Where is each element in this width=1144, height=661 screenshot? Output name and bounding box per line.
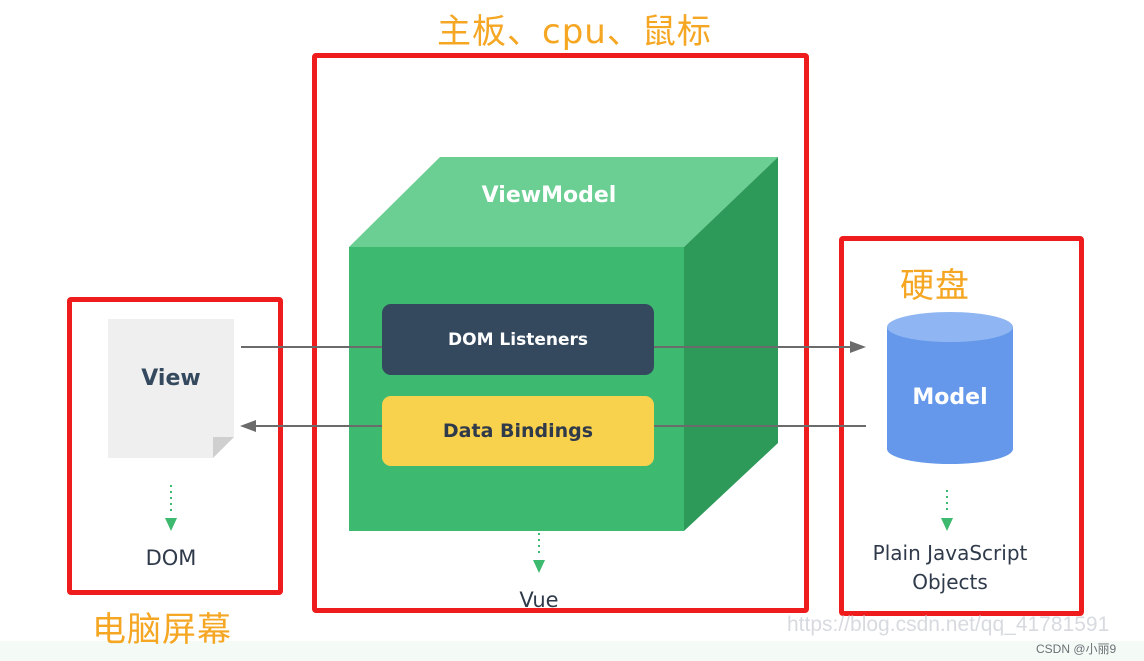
vue-caption: Vue [519, 588, 559, 612]
model-caption-line1: Plain JavaScript [872, 541, 1028, 565]
data-bindings-label: Data Bindings [442, 420, 594, 442]
dotted-arrow-model [941, 490, 953, 531]
data-bindings-box [382, 396, 654, 466]
annotation-screen: 电脑屏幕 [92, 610, 232, 650]
arrow-head-right [850, 341, 866, 353]
dotted-arrow-viewmodel [533, 533, 545, 573]
model-caption-line2: Objects [912, 570, 988, 594]
dom-caption: DOM [145, 546, 197, 570]
watermark-credit: CSDN @小丽9 [1036, 642, 1117, 656]
dom-listeners-label: DOM Listeners [448, 330, 588, 350]
cube-front-face [349, 247, 684, 531]
dotted-arrow-view [165, 485, 177, 531]
view-page-fold [213, 437, 234, 458]
highlight-box-view [67, 297, 283, 595]
model-cylinder-bottom [887, 434, 1013, 464]
highlight-box-viewmodel [312, 53, 809, 613]
annotation-harddisk: 硬盘 [900, 266, 970, 306]
bottom-strip [0, 641, 1144, 661]
cube-top-face [349, 157, 778, 247]
arrow-head-left [240, 420, 256, 432]
dom-listeners-box [382, 304, 654, 375]
model-label: Model [912, 385, 988, 410]
model-cylinder-top [887, 312, 1013, 342]
view-label: View [141, 366, 201, 391]
watermark-url: https://blog.csdn.net/qq_41781591 [787, 613, 1110, 636]
view-page [108, 319, 234, 458]
annotation-mainboard: 主板、cpu、鼠标 [437, 12, 712, 52]
cube-side-face [684, 157, 778, 531]
viewmodel-title: ViewModel [481, 183, 617, 208]
model-cylinder-body [887, 327, 1013, 449]
